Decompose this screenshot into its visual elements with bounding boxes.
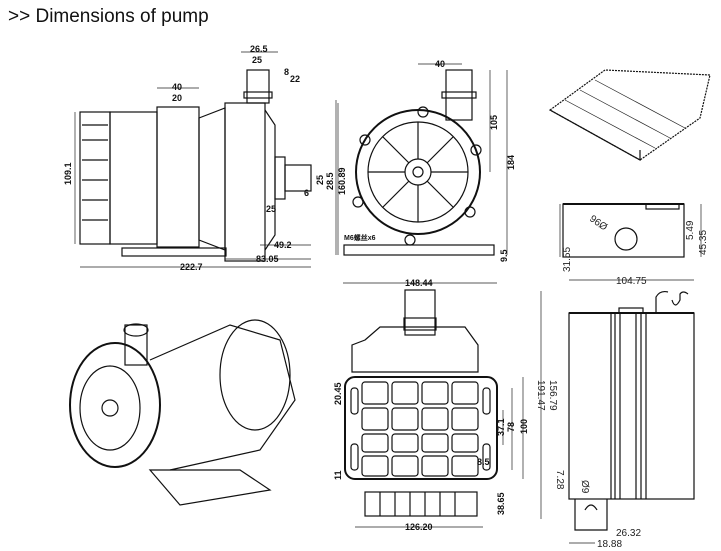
- dim-label: 9.5: [499, 249, 509, 262]
- dim-label: 11: [333, 470, 343, 480]
- dim-label: 109.1: [63, 162, 73, 185]
- dim-label: 31.55: [562, 247, 573, 272]
- dim-label: 96Ø: [587, 213, 609, 233]
- dim-label: 6: [304, 188, 309, 198]
- dim-label: 104.75: [616, 276, 647, 287]
- heatsink-isometric: [548, 69, 711, 162]
- dim-label: 83.05: [256, 254, 279, 264]
- dim-label: 8: [284, 67, 289, 77]
- dim-label: 49.2: [274, 240, 292, 250]
- page-title: >> Dimensions of pump: [8, 6, 209, 27]
- dim-label: 40: [172, 82, 182, 92]
- dim-label: 20: [172, 93, 182, 103]
- dim-label: 25: [315, 175, 325, 185]
- dim-label: 45.35: [698, 230, 709, 255]
- dim-label: 26.5: [250, 44, 268, 54]
- bottom-view: [343, 282, 524, 528]
- dim-label: 156.79: [547, 380, 558, 411]
- dim-label: 100: [519, 419, 529, 434]
- dim-label: 148.44: [405, 278, 433, 288]
- dim-label: 22: [290, 74, 300, 84]
- dim-label: 222.7: [180, 262, 203, 272]
- dim-label: 18.88: [597, 539, 622, 550]
- heatsink-side: [559, 203, 702, 258]
- dim-label: 25: [252, 55, 262, 65]
- heatsink-top: [540, 279, 695, 544]
- pump-isometric: [69, 319, 296, 506]
- dim-label: 191.47: [535, 380, 546, 411]
- dim-label: 105: [489, 115, 499, 130]
- dim-label: 37.1: [496, 418, 506, 436]
- dim-label: 160.89: [337, 167, 347, 195]
- dim-label: 28.5: [325, 172, 335, 190]
- dim-label: 20.45: [333, 382, 343, 405]
- dim-label: 78: [506, 422, 516, 432]
- dim-label: Ø9: [579, 480, 590, 494]
- side-view: [74, 51, 337, 268]
- dim-label: 184: [506, 155, 516, 170]
- dim-label: 25: [266, 204, 276, 214]
- dim-label: 40: [435, 59, 445, 69]
- dim-label: 26.32: [616, 528, 641, 539]
- dim-label: 5.49: [685, 220, 696, 240]
- dim-label: 38.65: [496, 492, 506, 515]
- dim-label: 126.20: [405, 522, 433, 532]
- front-view: [337, 63, 508, 256]
- dim-label: M6螺丝x6: [344, 233, 376, 242]
- dim-label: 7.28: [554, 470, 565, 490]
- dim-label: 8.5: [477, 457, 490, 467]
